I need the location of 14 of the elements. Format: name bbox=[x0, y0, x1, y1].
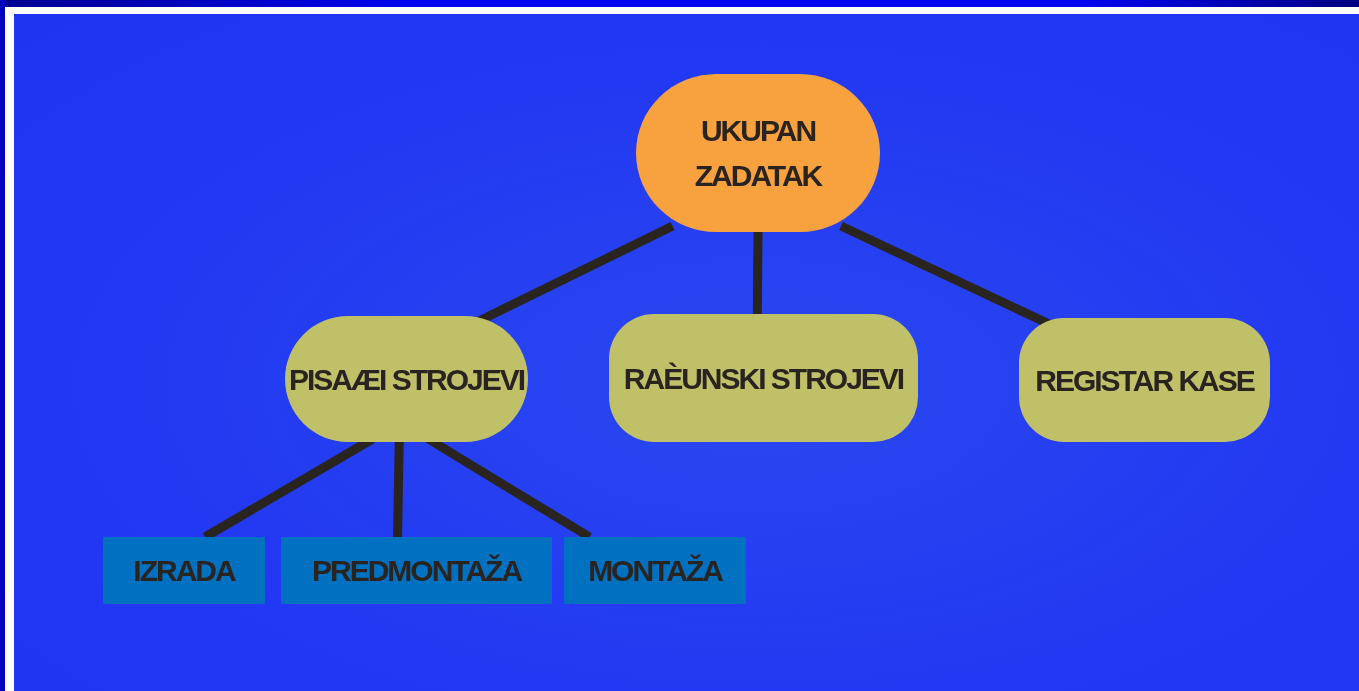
node-label: RAÈUNSKI STROJEVI bbox=[623, 360, 904, 397]
node-label: PISAÆI STROJEVI bbox=[288, 361, 525, 398]
node-label: REGISTAR KASE bbox=[1035, 362, 1254, 399]
task-box bbox=[281, 537, 552, 604]
node-label: IZRADA bbox=[133, 553, 235, 589]
rounded-node bbox=[609, 314, 918, 442]
connector-line bbox=[752, 231, 763, 315]
node-label: PREDMONTAŽA bbox=[311, 553, 522, 589]
node-label: MONTAŽA bbox=[588, 553, 722, 589]
connector-line bbox=[393, 441, 404, 538]
rounded-node bbox=[1019, 318, 1270, 442]
task-box bbox=[564, 537, 746, 604]
task-box bbox=[103, 537, 265, 604]
node-label: UKUPAN ZADATAK bbox=[693, 113, 823, 194]
